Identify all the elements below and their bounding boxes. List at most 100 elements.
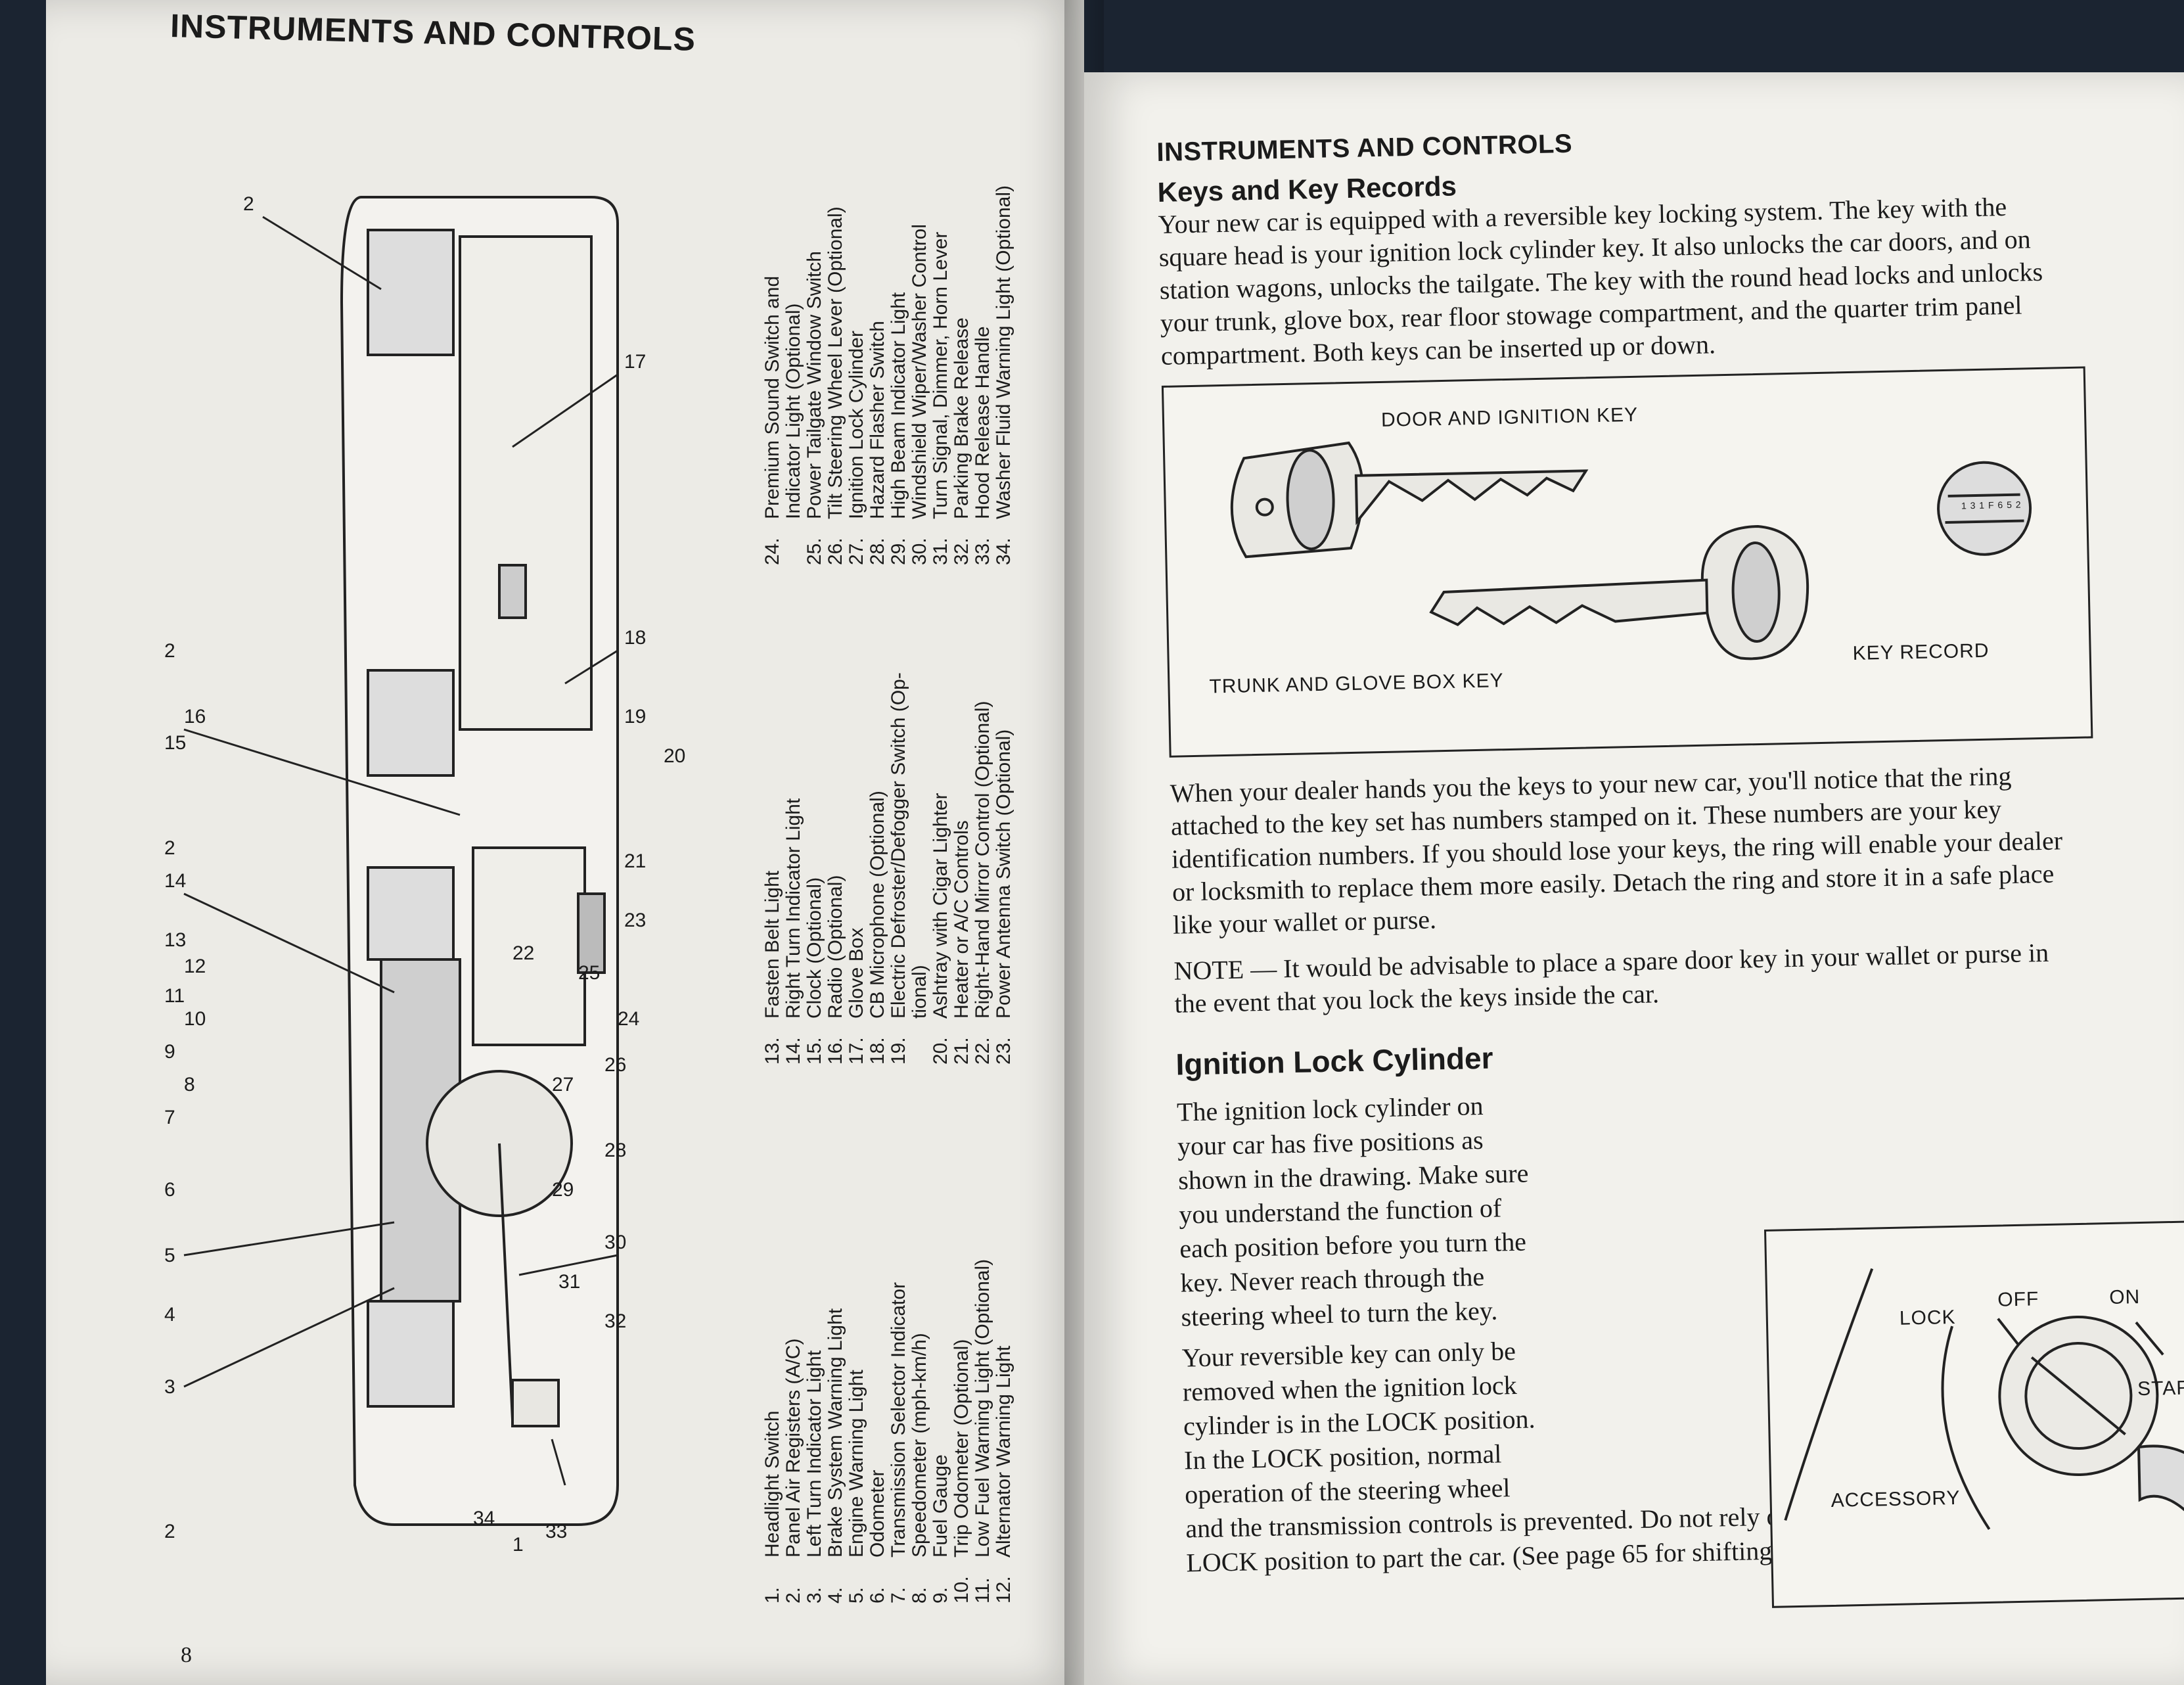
note-paragraph: NOTE — It would be advisable to place a … xyxy=(1173,937,2049,1019)
legend-item: 23.Power Antenna Switch (Optional) xyxy=(993,729,1014,1065)
callout-16: 16 xyxy=(184,706,206,727)
callout-3: 3 xyxy=(164,1376,175,1398)
key-record-tag xyxy=(1937,461,2032,556)
legend-item: 12.Alternator Warning Light xyxy=(993,1345,1014,1604)
ignition-section-title: Ignition Lock Cylinder xyxy=(1175,1040,1493,1082)
callout-23: 23 xyxy=(624,910,646,931)
callout-28: 28 xyxy=(604,1140,626,1161)
legend-item: 25.Power Tailgate Window Switch xyxy=(804,251,825,565)
lock-position-label: LOCK xyxy=(1899,1306,1956,1329)
callout-30: 30 xyxy=(604,1232,626,1253)
instrument-panel-diagram: 2 2 2 17 18 16 15 14 13 12 11 10 9 8 7 6… xyxy=(164,193,685,1556)
keys-paragraph: Your new car is equipped with a reversib… xyxy=(1158,191,2043,371)
callout-20: 20 xyxy=(664,745,685,767)
callout-6: 6 xyxy=(164,1179,175,1201)
left-page-header: INSTRUMENTS AND CONTROLS xyxy=(170,7,696,58)
legend-item: 1.Headlight Switch xyxy=(762,1410,783,1604)
ignition-lock-illustration: LOCK OFF ON START ACCESSORY xyxy=(1763,1220,2184,1608)
callout-2-top: 2 xyxy=(243,193,254,215)
legend-item: 11.Low Fuel Warning Light (Optional) xyxy=(972,1258,993,1604)
callout-34: 34 xyxy=(473,1508,495,1529)
callout-2-mid: 2 xyxy=(164,640,175,662)
legend-item: 2.Panel Air Registers (A/C) xyxy=(783,1338,804,1604)
legend-item: 9.Fuel Gauge xyxy=(930,1454,951,1604)
right-page-content: INSTRUMENTS AND CONTROLS Keys and Key Re… xyxy=(1156,116,2184,1608)
legend-item: 3.Left Turn Indicator Light xyxy=(804,1350,825,1604)
right-page: INSTRUMENTS AND CONTROLS Keys and Key Re… xyxy=(1084,72,2184,1685)
callout-33: 33 xyxy=(545,1521,567,1542)
legend-item: 33.Hood Release Handle xyxy=(972,326,993,565)
callout-29: 29 xyxy=(552,1179,574,1201)
diagram-legend: 1.Headlight Switch 2.Panel Air Registers… xyxy=(762,158,1084,1604)
legend-item: 21.Heater or A/C Controls xyxy=(951,820,972,1065)
legend-column-1: 1.Headlight Switch 2.Panel Air Registers… xyxy=(762,1259,1014,1604)
callout-4: 4 xyxy=(164,1304,175,1326)
legend-item: 8.Speedometer (mph-km/h) xyxy=(909,1333,930,1604)
callout-10: 10 xyxy=(184,1008,206,1030)
legend-item: 32.Parking Brake Release xyxy=(951,317,972,565)
callout-7: 7 xyxy=(164,1107,175,1128)
callout-27: 27 xyxy=(552,1074,574,1096)
callout-17: 17 xyxy=(624,351,646,373)
callout-14: 14 xyxy=(164,870,186,892)
legend-item: 13.Fasten Belt Light xyxy=(762,870,783,1065)
callout-24: 24 xyxy=(618,1008,639,1030)
key-record-code: 1 3 1 F 6 5 2 xyxy=(1961,499,2022,511)
dealer-paragraph: When your dealer hands you the keys to y… xyxy=(1170,760,2063,940)
callout-11: 11 xyxy=(164,985,185,1007)
legend-item: 30.Windshield Wiper/Washer Control xyxy=(909,223,930,565)
legend-column-3: 24.Premium Sound Switch and Indicator Li… xyxy=(762,185,1014,565)
callout-22: 22 xyxy=(512,942,534,964)
legend-column-2: 13.Fasten Belt Light 14.Right Turn Indic… xyxy=(762,672,1014,1065)
callout-15: 15 xyxy=(164,732,186,754)
callout-5: 5 xyxy=(164,1245,175,1266)
legend-item: 26.Tilt Steering Wheel Lever (Optional) xyxy=(825,206,846,565)
dashboard-drawing xyxy=(340,196,619,1526)
callout-8: 8 xyxy=(184,1074,195,1096)
legend-item: 18.CB Microphone (Optional) xyxy=(867,791,888,1065)
on-position-label: ON xyxy=(2108,1286,2141,1309)
start-position-label: START xyxy=(2137,1377,2184,1400)
left-page: INSTRUMENTS AND CONTROLS 2 2 2 17 18 16 … xyxy=(46,0,1084,1685)
key-record-label: KEY RECORD xyxy=(1852,639,1990,664)
accessory-position-label: ACCESSORY xyxy=(1831,1487,1961,1512)
callout-1: 1 xyxy=(512,1534,524,1556)
callout-13: 13 xyxy=(164,929,186,951)
callout-9: 9 xyxy=(164,1041,175,1063)
legend-item: 28.Hazard Flasher Switch xyxy=(867,321,888,565)
legend-item: 7.Transmission Selector Indicator xyxy=(888,1281,909,1604)
callout-31: 31 xyxy=(558,1271,580,1293)
legend-item: 10.Trip Odometer (Optional) xyxy=(951,1339,972,1604)
legend-item: 17.Glove Box xyxy=(846,927,867,1065)
legend-item: 22.Right-Hand Mirror Control (Optional) xyxy=(972,701,993,1065)
legend-item: 27.Ignition Lock Cylinder xyxy=(846,331,867,565)
legend-item: 14.Right Turn Indicator Light xyxy=(783,798,804,1065)
legend-item: 6.Odometer xyxy=(867,1469,888,1604)
lock-cylinder-drawing xyxy=(1784,1268,2184,1531)
legend-item: 5.Engine Warning Light xyxy=(846,1370,867,1604)
key-drawing xyxy=(1230,441,2032,660)
leader-lines xyxy=(183,216,618,1486)
legend-item: 4.Brake System Warning Light xyxy=(825,1308,846,1604)
legend-item: 29.High Beam Indicator Light xyxy=(888,292,909,565)
callout-12: 12 xyxy=(184,956,206,977)
legend-item: 31.Turn Signal, Dimmer, Horn Lever xyxy=(930,231,951,565)
callout-32: 32 xyxy=(604,1310,626,1332)
callout-18: 18 xyxy=(624,627,646,649)
page-number: 8 xyxy=(181,1643,192,1667)
legend-item: 19.Electric Defroster/Defogger Switch (O… xyxy=(888,672,909,1065)
off-position-label: OFF xyxy=(1997,1288,2039,1311)
legend-item: tional) xyxy=(909,965,930,1019)
callout-numbers: 2 2 2 17 18 16 15 14 13 12 11 10 9 8 7 6… xyxy=(164,193,685,1556)
callout-21: 21 xyxy=(624,850,646,872)
key-illustration: DOOR AND IGNITION KEY 1 3 1 F 6 5 2 KEY … xyxy=(1161,366,2093,758)
callout-2-bottom: 2 xyxy=(164,1521,175,1542)
legend-item: 16.Radio (Optional) xyxy=(825,875,846,1065)
legend-item: Indicator Light (Optional) xyxy=(783,303,804,519)
callout-19: 19 xyxy=(624,706,646,727)
callout-2-lower: 2 xyxy=(164,837,175,859)
callout-26: 26 xyxy=(604,1054,626,1076)
callout-25: 25 xyxy=(578,962,600,984)
legend-item: 20.Ashtray with Cigar Lighter xyxy=(930,793,951,1065)
legend-item: 24.Premium Sound Switch and xyxy=(762,275,783,565)
